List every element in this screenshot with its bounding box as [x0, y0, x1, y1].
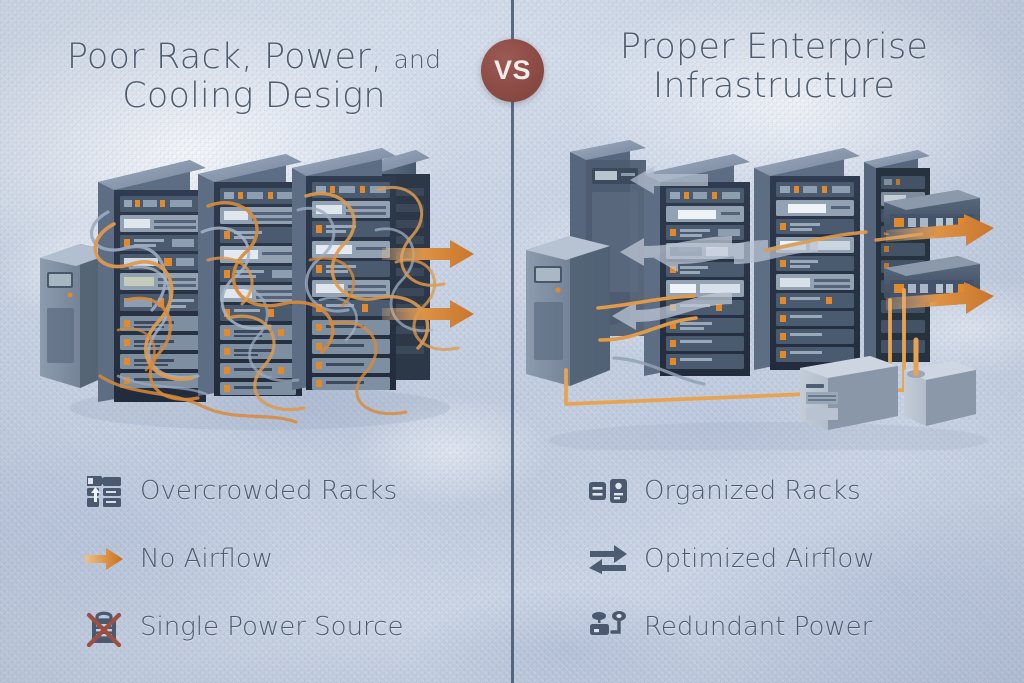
left-title-line1: Poor Rack, Power,: [66, 37, 383, 77]
bullet-label: Optimized Airflow: [644, 544, 875, 574]
right-airflow-arrows: [886, 214, 994, 314]
left-airflow-arrows: [382, 240, 474, 328]
right-panel-title: Proper Enterprise Infrastructure: [548, 27, 1000, 107]
bullet-label: Overcrowded Racks: [140, 476, 398, 506]
right-bullet-list: Organized Racks Optimized Airflow: [588, 458, 1008, 658]
bullet-optimized-airflow: Optimized Airflow: [588, 528, 1008, 590]
organized-rack-icon: [588, 471, 628, 511]
right-title-line2: Infrastructure: [652, 66, 896, 107]
bullet-single-power-source: Single Power Source: [84, 596, 504, 658]
overcrowded-rack-icon: [84, 471, 124, 511]
front-tower: [526, 236, 610, 386]
center-divider: [511, 0, 514, 683]
redundant-power-icon: [588, 607, 628, 647]
bullet-organized-racks: Organized Racks: [588, 460, 1008, 522]
bullet-label: No Airflow: [140, 544, 273, 574]
left-title-line2: Cooling Design: [122, 76, 386, 117]
bullet-no-airflow: No Airflow: [84, 528, 504, 590]
right-title-line1: Proper Enterprise: [619, 27, 929, 67]
two-way-arrows-icon: [588, 539, 628, 579]
tangled-cables: [89, 186, 460, 424]
right-cool-airflow-arrows: [612, 166, 818, 330]
vs-badge: VS: [481, 39, 544, 102]
bullet-label: Single Power Source: [140, 612, 404, 642]
floor-equipment: [800, 337, 976, 430]
messy-server-room-illustration: [30, 140, 500, 430]
crossed-out-power-icon: [84, 607, 124, 647]
bullet-redundant-power: Redundant Power: [588, 596, 1008, 658]
rack-a: [644, 154, 750, 376]
rack-3: [292, 148, 396, 390]
left-bullet-list: Overcrowded Racks No Airflow: [84, 458, 504, 658]
organized-server-room-illustration: [518, 140, 1018, 450]
rack-b: [754, 148, 860, 370]
vs-badge-label: VS: [493, 55, 532, 85]
bullet-label: Redundant Power: [644, 612, 873, 642]
orange-arrow-icon: [84, 539, 124, 579]
left-title-and: and: [393, 45, 442, 74]
rack-c: [864, 150, 930, 362]
bullet-label: Organized Racks: [644, 476, 861, 506]
left-panel-title: Poor Rack, Power, and Cooling Design: [28, 37, 480, 117]
bullet-overcrowded-racks: Overcrowded Racks: [84, 460, 504, 522]
